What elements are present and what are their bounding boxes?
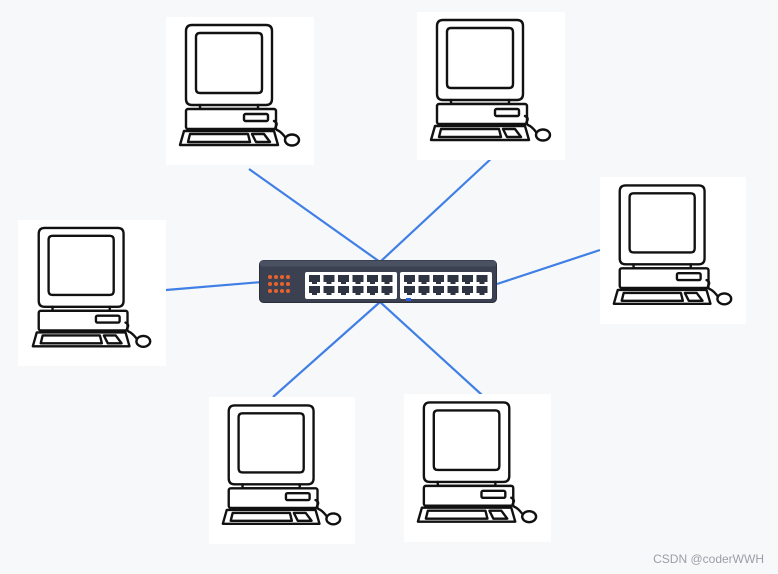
status-led [286,282,290,286]
status-led [280,275,284,279]
computer-icon [209,397,355,544]
status-led [268,282,272,286]
computer-node-bottom-left [209,397,355,544]
computer-icon [166,17,314,165]
status-led [274,275,278,279]
computer-icon [404,394,551,542]
status-led [286,289,290,293]
link-top-left [249,169,380,262]
status-led [280,289,284,293]
computer-icon [18,220,166,366]
link-right [497,250,600,284]
status-led [286,275,290,279]
status-led [274,289,278,293]
link-bottom-left [273,302,380,397]
status-led [274,282,278,286]
computer-node-top-right [417,12,565,160]
computer-node-right [600,177,746,324]
status-led [268,289,272,293]
computer-icon [600,177,746,324]
watermark-text: CSDN @coderWWH [653,552,764,566]
status-led [280,282,284,286]
link-top-right [380,156,494,262]
link-bottom-right [380,302,482,395]
link-left [166,282,262,290]
computer-node-top-left [166,17,314,165]
network-switch-icon [259,260,497,303]
computer-node-left [18,220,166,366]
computer-node-bottom-right [404,394,551,542]
computer-icon [417,12,565,160]
status-led [268,275,272,279]
